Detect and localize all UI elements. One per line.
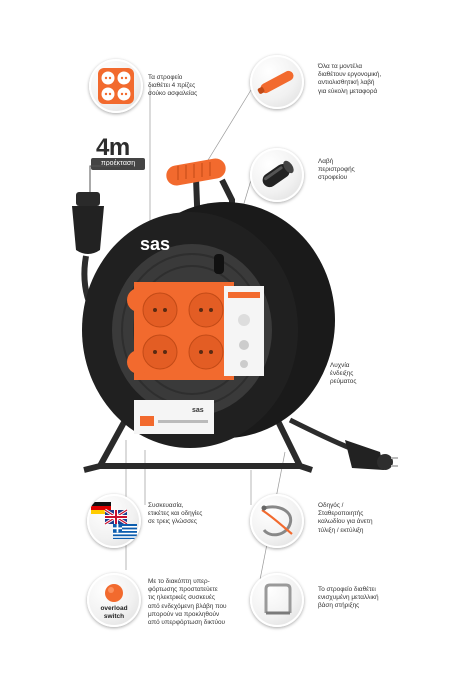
socket-icon	[98, 68, 134, 104]
cable-guide-icon	[261, 505, 293, 537]
reel-side-label	[224, 286, 264, 376]
sockets-bubble	[89, 59, 143, 113]
languages-bubble	[87, 494, 141, 548]
cable-plug-right	[288, 417, 398, 470]
languages-caption: Συσκευασία, ετικέτες και οδηγίες σε τρει…	[148, 502, 203, 526]
cable-guide-bubble	[250, 494, 304, 548]
stand-icon	[264, 583, 292, 615]
overload-caption: Με το διακόπτη υπερ- φόρτωσης προστατεύε…	[148, 578, 227, 627]
overload-switch-icon	[105, 584, 123, 602]
cable-length-value: 4m	[96, 134, 130, 161]
cable-length-label: προέκταση	[91, 158, 145, 170]
lamp-caption: Λυχνία ένδειξης ρεύματος	[330, 362, 357, 386]
overload-bubble: overload switch	[87, 573, 141, 627]
spin-handle-caption: Λαβή περιστροφής στροφείου	[318, 158, 355, 182]
spin-handle-icon	[262, 160, 294, 188]
reel-brand: sas	[140, 234, 170, 254]
handle-caption: Όλα τα μοντέλα διαθέτουν εργονομική, αντ…	[318, 63, 382, 95]
socket-plate	[127, 282, 241, 380]
handle-bubble	[250, 55, 304, 109]
reel-brand-small: sas	[192, 407, 204, 414]
reel-stand	[83, 413, 313, 473]
stand-bubble	[250, 573, 304, 627]
reel-bottom-label: sas	[134, 400, 214, 434]
sockets-caption: Τα στροφείο διαθέτει 4 πρίζες σούκο ασφα…	[148, 74, 198, 98]
overload-switch-label: overload switch	[100, 605, 128, 620]
stand-caption: Το στροφείο διαθέτει ενισχυμένη μεταλλικ…	[318, 586, 379, 610]
spin-handle-bubble	[250, 148, 304, 202]
handle-icon	[257, 70, 294, 94]
cable-guide-caption: Οδηγός / Σταθεροποιητής καλωδίου για άνε…	[318, 502, 373, 534]
flags-icon	[91, 502, 137, 539]
